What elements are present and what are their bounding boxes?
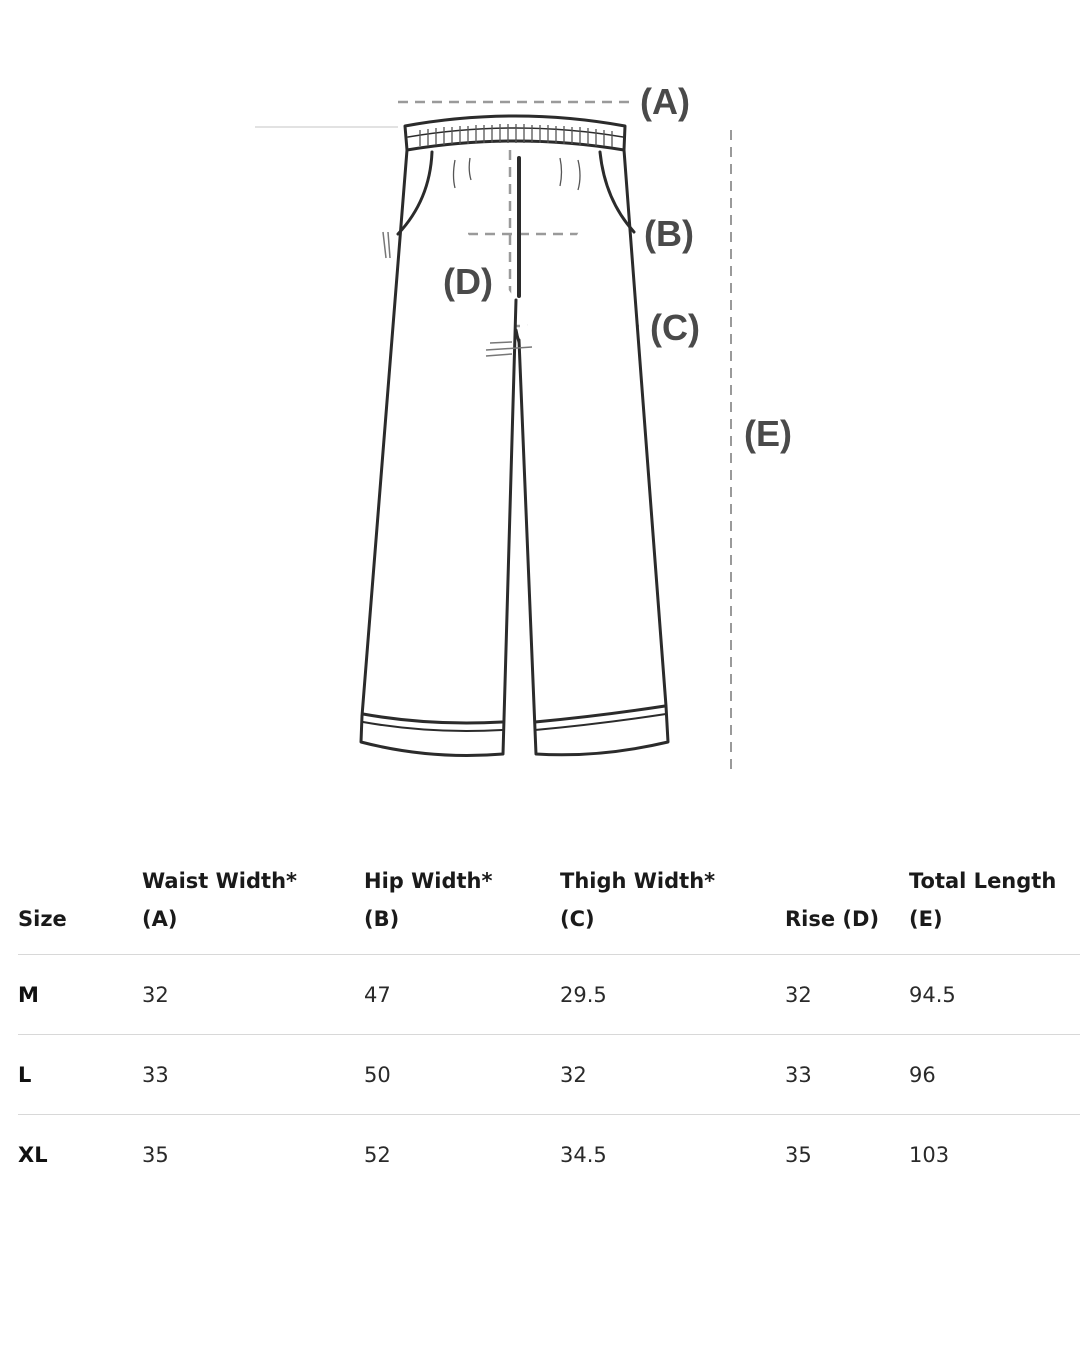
cell-hip-width: 47: [364, 954, 560, 1035]
left-hem: [361, 712, 504, 725]
cell-rise: 32: [785, 954, 909, 1035]
table-row: M 32 47 29.5 32 94.5: [18, 954, 1080, 1035]
left-pocket: [396, 150, 434, 236]
cell-rise: 33: [785, 1034, 909, 1115]
left-leg: [359, 148, 518, 757]
label-d: (D): [443, 261, 493, 302]
label-a: (A): [640, 81, 690, 122]
label-b: (B): [644, 213, 694, 254]
header-size: Size: [18, 862, 142, 955]
waistband-gathers: [419, 124, 613, 191]
right-leg: [517, 148, 670, 757]
cell-size: M: [18, 954, 142, 1035]
label-c: (C): [650, 307, 700, 348]
pants-outline: [359, 114, 670, 757]
cell-thigh-width: 29.5: [560, 954, 785, 1035]
table-row: XL 35 52 34.5 35 103: [18, 1115, 1080, 1195]
header-rise: Rise (D): [785, 862, 909, 955]
pants-measurement-diagram: (A) (B) (D) (C) (E): [255, 81, 792, 770]
size-chart-table: Size Waist Width*(A) Hip Width*(B) Thigh…: [18, 862, 1080, 1194]
header-waist-width: Waist Width*(A): [142, 862, 364, 955]
header-thigh-width: Thigh Width*(C): [560, 862, 785, 955]
cell-waist-width: 33: [142, 1034, 364, 1115]
pants-illustration: (A) (B) (D) (C) (E): [255, 81, 792, 770]
table-header-row: Size Waist Width*(A) Hip Width*(B) Thigh…: [18, 862, 1080, 955]
header-hip-width: Hip Width*(B): [364, 862, 560, 955]
cell-waist-width: 35: [142, 1142, 169, 1167]
right-pocket: [598, 150, 636, 234]
cell-hip-width: 50: [364, 1034, 560, 1115]
cell-size: L: [18, 1034, 142, 1115]
care-tag-marks: [382, 231, 533, 357]
header-total-length: Total Length(E): [909, 862, 1080, 955]
cell-rise: 35: [785, 1142, 812, 1167]
cell-total-length: 103: [909, 1142, 950, 1167]
table-row: L 33 50 32 33 96: [18, 1034, 1080, 1115]
label-e: (E): [744, 413, 792, 454]
right-hem: [533, 704, 667, 724]
cell-total-length: 96: [909, 1034, 1080, 1115]
cell-size: XL: [18, 1142, 48, 1167]
cell-thigh-width: 34.5: [560, 1142, 607, 1167]
cell-hip-width: 52: [364, 1142, 391, 1167]
cell-waist-width: 32: [142, 954, 364, 1035]
cell-thigh-width: 32: [560, 1034, 785, 1115]
cell-total-length: 94.5: [909, 954, 1080, 1035]
